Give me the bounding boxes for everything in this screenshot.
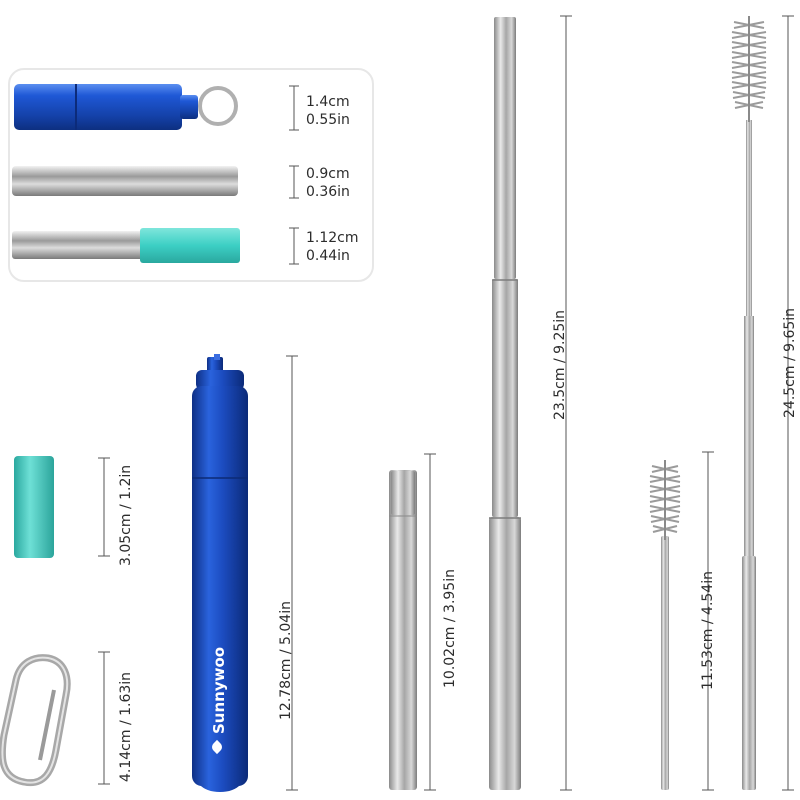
blue-storage-case [192, 354, 248, 792]
extended-straw-length-label: 23.5cm / 9.25in [552, 309, 568, 420]
inset-row-3-spec: 1.12cm 0.44in [306, 229, 359, 265]
small-cleaning-brush [649, 460, 681, 790]
inset-row-3-metric: 1.12cm [306, 230, 359, 246]
inset-row-2-imperial: 0.36in [306, 184, 350, 200]
long-brush-length-label: 24.5cm / 9.65in [782, 307, 798, 418]
inset-row-2-metric: 0.9cm [306, 166, 350, 182]
inset-row-2-spec: 0.9cm 0.36in [306, 165, 350, 201]
brand-name: Sunnywoo [210, 646, 228, 734]
silicone-tip [14, 456, 54, 558]
inset-row-1-imperial: 0.55in [306, 112, 350, 128]
extended-straw [489, 17, 521, 790]
inset-row-3-imperial: 0.44in [306, 248, 350, 264]
small-brush-length-label: 11.53cm / 4.54in [700, 571, 716, 690]
carabiner-length-label: 4.14cm / 1.63in [118, 671, 134, 782]
silicone-tip-length-label: 3.05cm / 1.2in [118, 464, 134, 566]
carabiner [0, 654, 71, 787]
collapsed-straw [389, 470, 417, 790]
case-length-label: 12.78cm / 5.04in [278, 601, 294, 720]
inset-row-1-spec: 1.4cm 0.55in [306, 93, 350, 129]
collapsed-straw-length-label: 10.02cm / 3.95in [442, 569, 458, 688]
inset-row-1-metric: 1.4cm [306, 94, 350, 110]
long-cleaning-brush [731, 16, 767, 790]
